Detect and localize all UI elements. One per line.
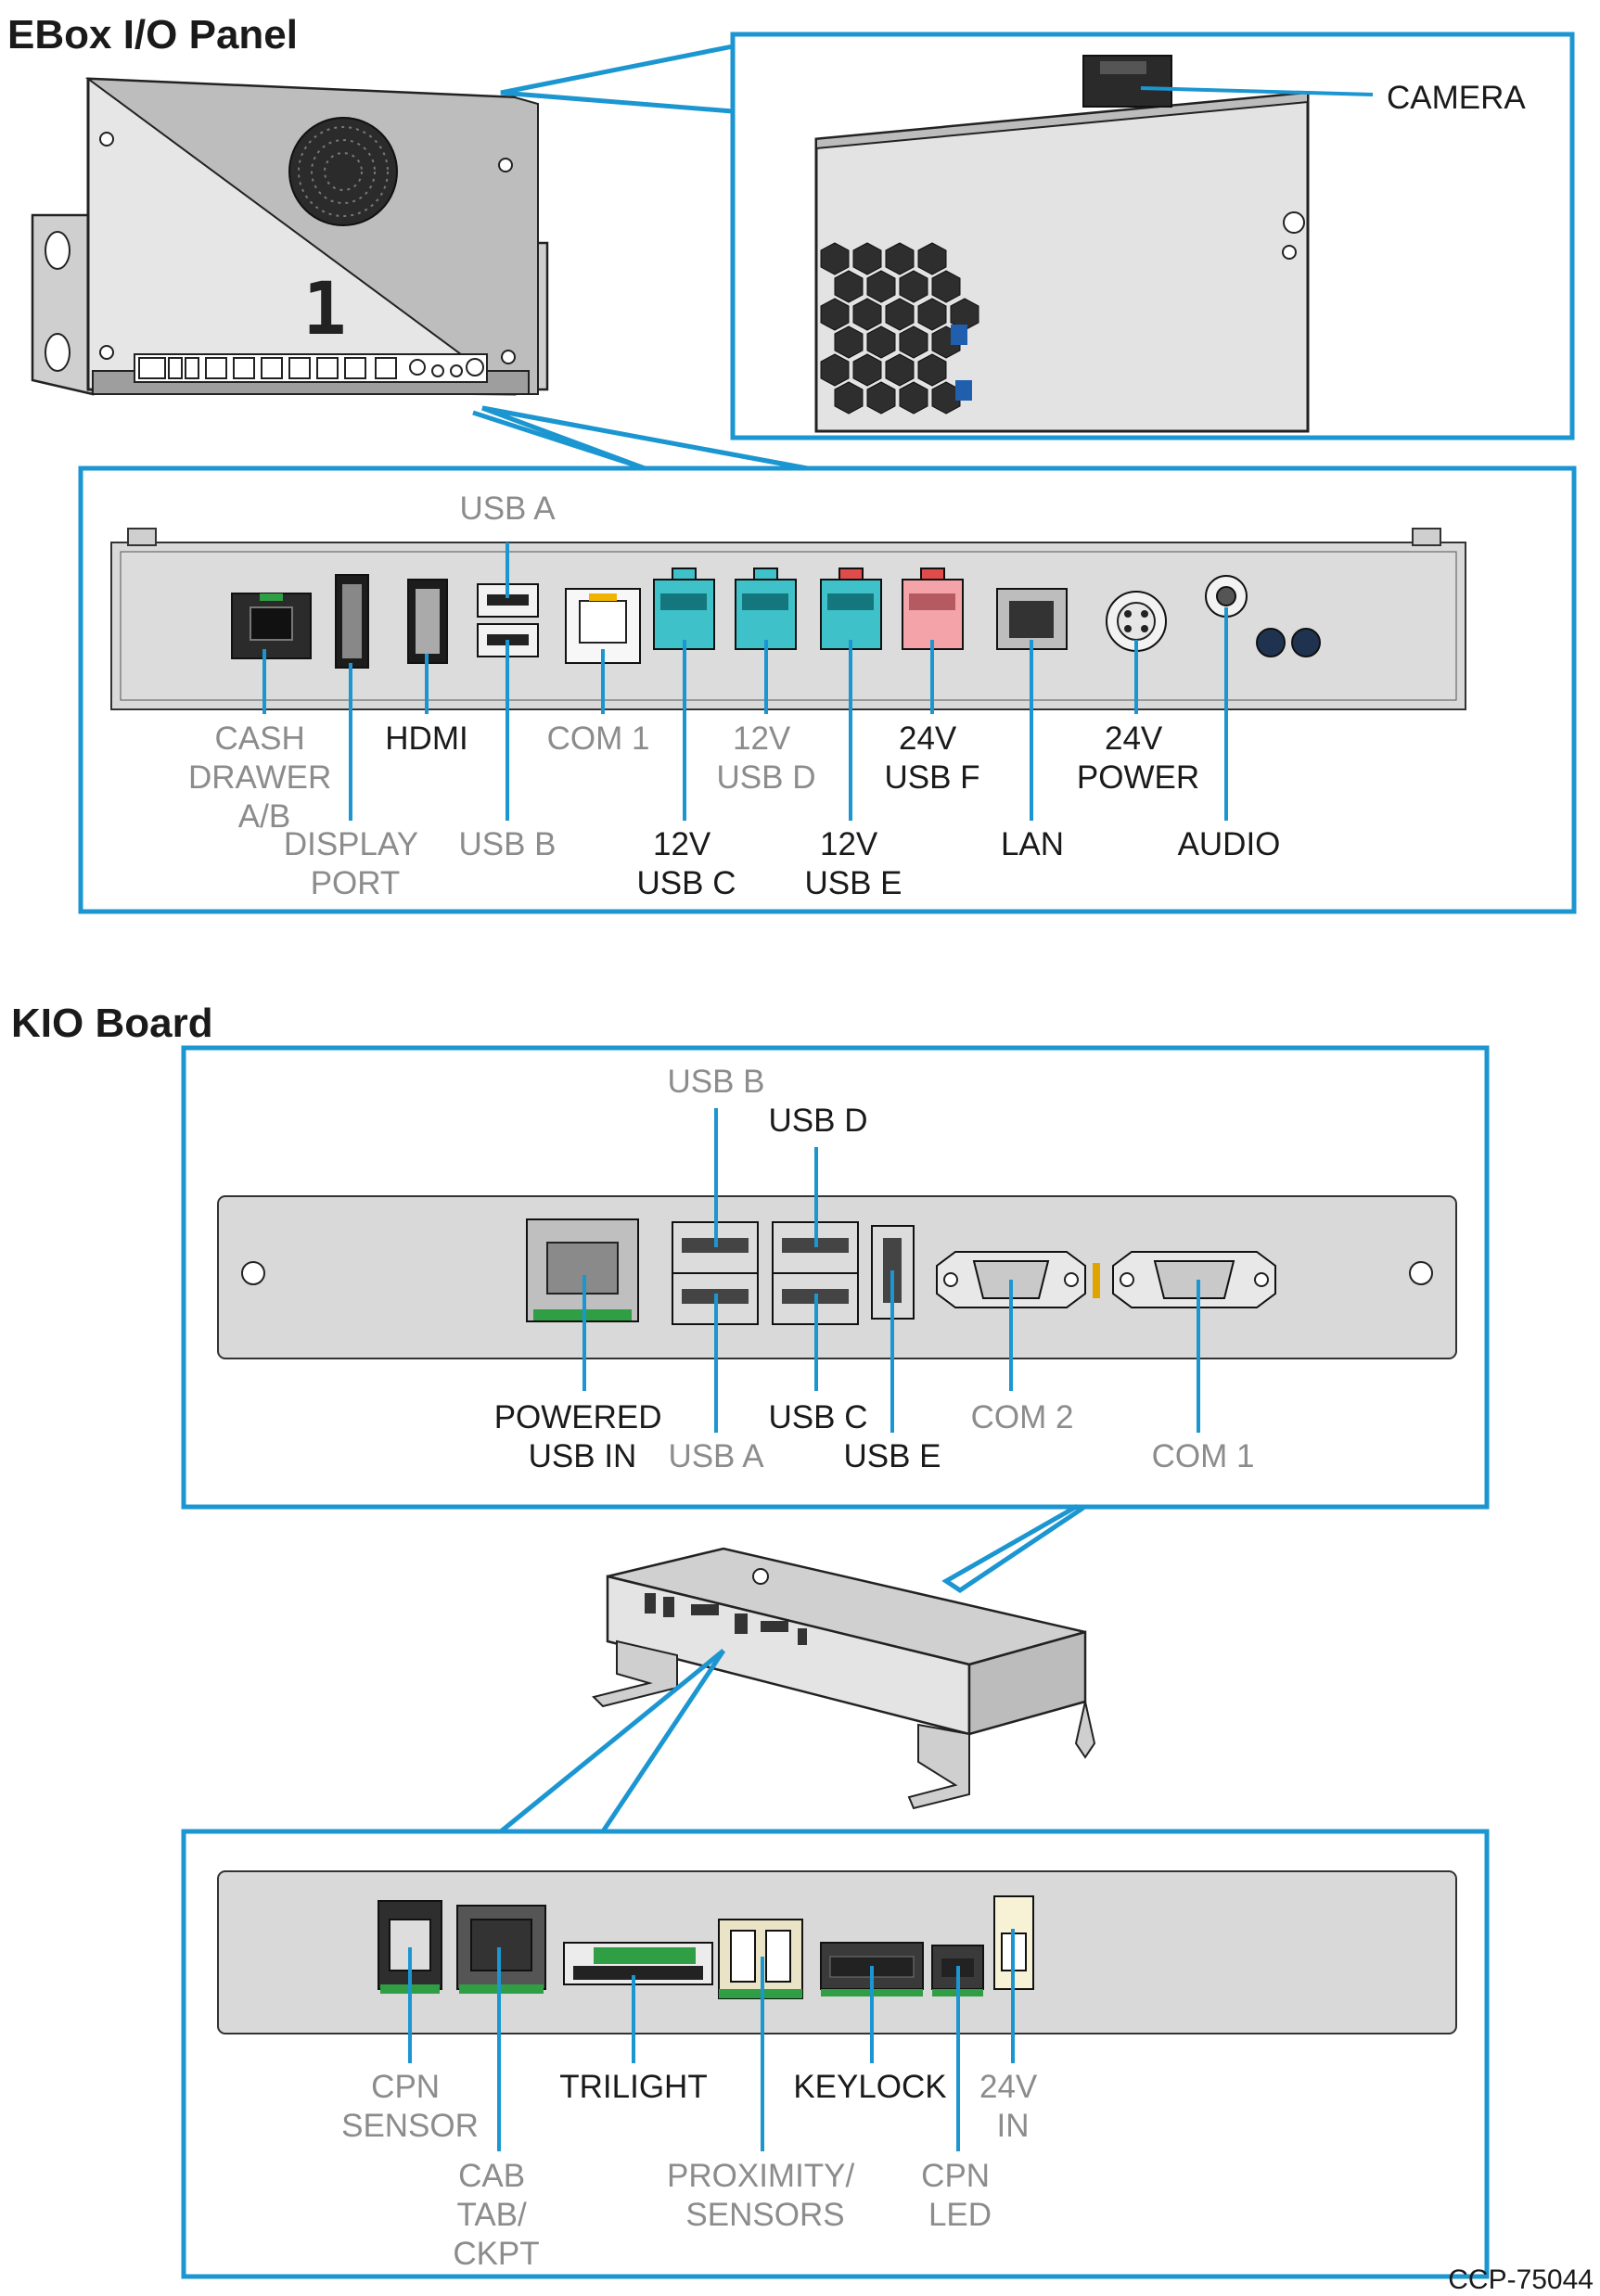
ebox-io-panel xyxy=(110,528,1466,710)
ebox-usb-d-label: 12V USB D xyxy=(717,721,816,796)
hdmi-label: HDMI xyxy=(385,721,467,757)
ebox-usb-a-label: USB A xyxy=(459,491,556,527)
audio-label: AUDIO xyxy=(1178,826,1281,862)
kio-bottom-labels: CPN SENSOR CAB TAB/ CKPT TRILIGHT PROXIM… xyxy=(341,2069,1046,2272)
display-port-label: DISPLAY PORT xyxy=(284,826,427,901)
kio-bottom-panel xyxy=(217,1870,1457,2035)
kio-usb-b-label: USB B xyxy=(667,1064,764,1100)
cpn-sensor-label: CPN SENSOR xyxy=(341,2069,479,2144)
figure-code: CCP-75044 xyxy=(1448,2264,1594,2295)
kio-bottom-callout xyxy=(499,1649,726,1833)
cash-drawer-label: CASH DRAWER A/B xyxy=(188,721,340,835)
kio-usb-e-label: USB E xyxy=(843,1438,941,1474)
kio-com1-port xyxy=(1112,1251,1276,1308)
kio-top-leaders xyxy=(582,1108,1200,1433)
kio-usb-d-label: USB D xyxy=(769,1103,868,1139)
camera-zoom-frame xyxy=(730,32,1575,440)
kio-top-panel xyxy=(217,1195,1457,1359)
lan-label: LAN xyxy=(1001,826,1064,862)
kio-bottom-leaders xyxy=(408,1929,1015,2151)
ebox-labels: CASH DRAWER A/B DISPLAY PORT HDMI USB A … xyxy=(188,491,1280,901)
power-label: 24V POWER xyxy=(1077,721,1199,796)
usb-d-port xyxy=(735,579,797,650)
ebox-usb-c-label: 12V USB C xyxy=(637,826,736,901)
cab-tab-label: CAB TAB/ CKPT xyxy=(453,2158,539,2272)
in-24v-label: 24V IN xyxy=(979,2069,1046,2144)
ebox-usb-f-label: 24V USB F xyxy=(884,721,979,796)
kio-top-labels: USB B USB D POWERED USB IN USB A USB C U… xyxy=(494,1064,1255,1474)
camera-callout: CAMERA xyxy=(500,32,1575,440)
kio-top-frame xyxy=(181,1045,1490,1510)
kio-com1-label: COM 1 xyxy=(1152,1438,1255,1474)
speaker-grille xyxy=(288,117,398,226)
ebox-com1-label: COM 1 xyxy=(547,721,650,757)
ebox-device: 1 xyxy=(31,77,549,396)
kio-top-callout xyxy=(941,1504,1085,1594)
usb-c-port xyxy=(653,579,715,650)
usb-e-port xyxy=(820,579,882,650)
usb-f-port xyxy=(902,579,964,650)
kio-bottom-frame xyxy=(181,1829,1490,2279)
camera-label: CAMERA xyxy=(1387,80,1526,116)
com2-label: COM 2 xyxy=(971,1399,1074,1435)
kio-usb-a-label: USB A xyxy=(668,1438,764,1474)
powered-usb-in-label: POWERED USB IN xyxy=(494,1399,672,1474)
kio-usb-c-label: USB C xyxy=(769,1399,868,1435)
kio-device xyxy=(592,1547,1096,1810)
ebox-device-number: 1 xyxy=(303,268,347,351)
cpn-led-label: CPN LED xyxy=(921,2158,999,2233)
ebox-leaders xyxy=(262,542,1228,821)
trilight-label: TRILIGHT xyxy=(559,2069,707,2105)
keylock-label: KEYLOCK xyxy=(793,2069,946,2105)
ebox-usb-e-label: 12V USB E xyxy=(804,826,902,901)
proximity-label: PROXIMITY/ SENSORS xyxy=(667,2158,864,2233)
kio-title: KIO Board xyxy=(11,1001,213,1046)
ebox-usb-b-label: USB B xyxy=(458,826,556,862)
ebox-io-frame xyxy=(78,466,1577,914)
ebox-title: EBox I/O Panel xyxy=(7,12,298,57)
